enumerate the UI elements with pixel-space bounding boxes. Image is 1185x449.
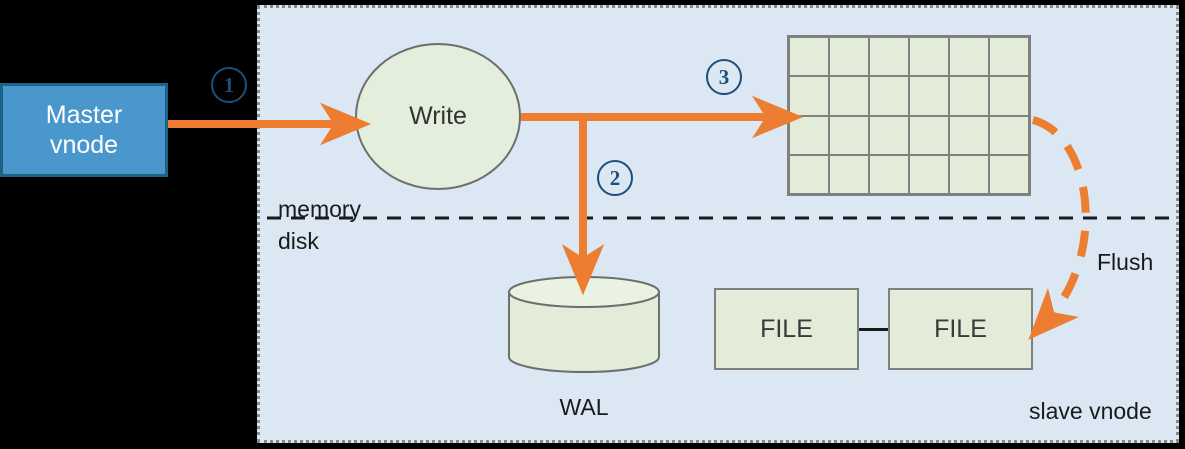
memtable-cell (950, 38, 988, 76)
master-vnode-line1: Master (45, 100, 123, 129)
memtable-cell (790, 38, 828, 76)
memtable-cell (830, 77, 868, 115)
memtable-cell (950, 77, 988, 115)
memtable-cell (830, 116, 868, 154)
memtable-cell (870, 116, 908, 154)
memtable-cell (790, 77, 828, 115)
step-badge-3: 3 (706, 59, 742, 95)
memtable-cell (870, 77, 908, 115)
file-box-2-label: FILE (934, 314, 987, 343)
file-box-1-label: FILE (760, 314, 813, 343)
flush-label: Flush (1097, 249, 1154, 275)
memtable-cell (830, 38, 868, 76)
memtable-cell (790, 155, 828, 193)
memtable-cell (990, 116, 1028, 154)
file-box-2[interactable]: FILE (888, 288, 1033, 370)
disk-label: disk (278, 228, 319, 254)
wal-cylinder[interactable] (508, 276, 660, 373)
file-link-connector (859, 328, 889, 331)
memtable-cell (990, 155, 1028, 193)
write-node[interactable]: Write (355, 43, 521, 190)
memtable-cell (870, 155, 908, 193)
wal-cylinder-body (508, 291, 660, 373)
memtable-cell (790, 116, 828, 154)
step-badge-3-label: 3 (718, 64, 730, 89)
file-box-1[interactable]: FILE (714, 288, 859, 370)
step-badge-1-label: 1 (223, 72, 235, 97)
master-vnode-line2: vnode (49, 131, 119, 159)
wal-cylinder-top (508, 276, 660, 308)
wal-label: WAL (559, 394, 609, 420)
step-badge-2-label: 2 (609, 165, 621, 190)
memtable-cell (910, 155, 948, 193)
memtable-cell (950, 155, 988, 193)
write-node-label: Write (409, 102, 467, 130)
memtable-cell (910, 77, 948, 115)
memtable-cell (870, 38, 908, 76)
memtable-cell (910, 116, 948, 154)
master-vnode-box[interactable]: Master vnode (0, 83, 168, 177)
slave-vnode-label: slave vnode (1029, 398, 1152, 424)
memtable-cell (990, 38, 1028, 76)
memtable-cell (910, 38, 948, 76)
memtable-grid[interactable] (787, 35, 1031, 196)
memtable-cell (830, 155, 868, 193)
step-badge-1: 1 (211, 67, 247, 103)
memory-label: memory (278, 196, 362, 222)
memtable-cell (950, 116, 988, 154)
memtable-cell (990, 77, 1028, 115)
step-badge-2: 2 (597, 160, 633, 196)
